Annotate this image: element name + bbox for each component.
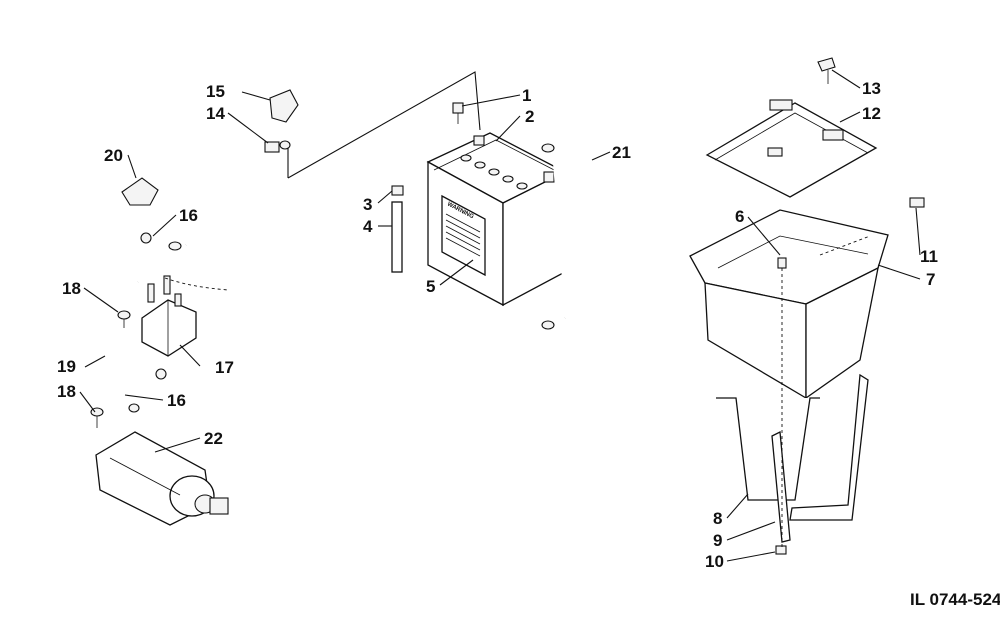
callout-19: 19 [57,357,76,376]
vent-tube [391,185,404,273]
callout-7: 7 [926,270,935,289]
callout-22: 22 [204,429,223,448]
callout-3: 3 [363,195,372,214]
callout-11: 11 [920,247,938,266]
solenoid-boot [121,177,159,206]
callout-4: 4 [363,217,373,236]
screw [90,407,104,428]
illustration-id: IL 0744-524 [910,590,1000,609]
nut [140,232,152,244]
callout-16-bottom: 16 [167,391,186,410]
starter-cable [93,280,140,413]
negative-cable [541,143,604,330]
callout-8: 8 [713,509,722,528]
callout-20: 20 [104,146,123,165]
battery-lid [705,99,878,198]
callout-6: 6 [735,207,744,226]
callout-5: 5 [426,277,435,296]
starter-motor [95,431,229,526]
nut [155,368,167,380]
callout-9: 9 [713,531,722,550]
callout-10: 10 [705,552,724,571]
callout-15: 15 [206,82,225,101]
callout-18-top: 18 [62,279,81,298]
callout-1: 1 [522,86,531,105]
leader-line-battery [287,71,481,179]
battery: WARNING [426,132,567,307]
callout-14: 14 [206,104,225,123]
callout-16-top: 16 [179,206,198,225]
callout-21: 21 [612,143,631,162]
callout-18-bottom: 18 [57,382,76,401]
screw [117,310,131,328]
starter-solenoid [141,275,197,357]
box-hardware [775,57,925,555]
callout-17: 17 [215,358,234,377]
vent-cap [452,102,464,124]
leader-lines [79,69,921,562]
battery-box [689,209,889,400]
callout-2: 2 [525,107,534,126]
hold-down-straps [716,373,869,543]
terminal-boot [269,89,299,123]
callout-13: 13 [862,79,881,98]
callout-12: 12 [862,104,881,123]
positive-cable [168,140,291,251]
